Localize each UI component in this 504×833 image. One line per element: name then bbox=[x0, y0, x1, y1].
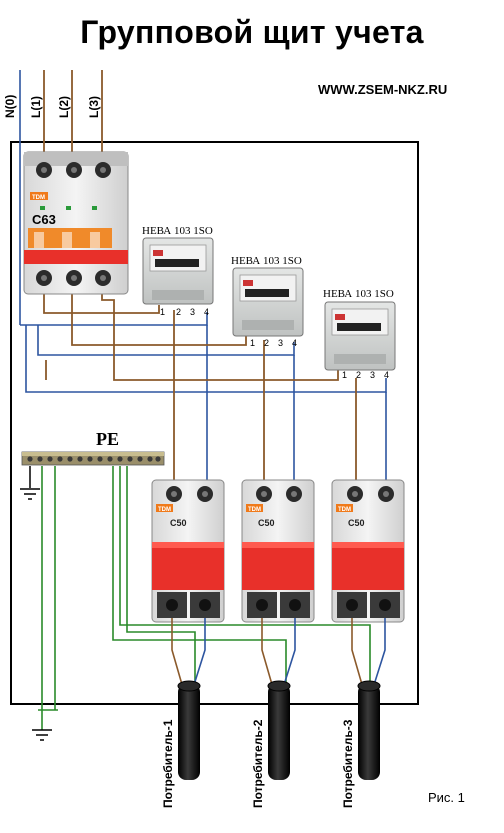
group-breaker-2-brand: TDM bbox=[248, 507, 261, 513]
group-breaker-3-rating: C50 bbox=[348, 518, 365, 528]
meter-3 bbox=[324, 301, 396, 371]
meter-1-model: НЕВА 103 1SO bbox=[142, 225, 213, 237]
meter-1-terminal-2: 2 bbox=[176, 307, 181, 317]
meter-3-terminal-3: 3 bbox=[370, 370, 375, 380]
meter-1-terminal-1: 1 bbox=[160, 307, 165, 317]
wire-label-l3: L(3) bbox=[87, 96, 101, 118]
consumer-cable-1 bbox=[177, 680, 201, 780]
phase-wiring bbox=[43, 292, 357, 488]
main-breaker-brand: TDM bbox=[32, 195, 45, 201]
meter-2-terminal-3: 3 bbox=[278, 338, 283, 348]
consumer-cable-2 bbox=[267, 680, 291, 780]
group-breaker-1-brand: TDM bbox=[158, 507, 171, 513]
meter-3-terminal-1: 1 bbox=[342, 370, 347, 380]
website-label: WWW.ZSEM-NKZ.RU bbox=[318, 82, 448, 97]
wire-label-n: N(0) bbox=[3, 95, 17, 118]
consumer-label-3: Потребитель-3 bbox=[341, 719, 355, 808]
group-breaker-1-rating: C50 bbox=[170, 518, 187, 528]
group-breaker-3-brand: TDM bbox=[338, 507, 351, 513]
consumer-label-2: Потребитель-2 bbox=[251, 719, 265, 808]
enclosure-frame bbox=[10, 141, 419, 705]
meter-3-model: НЕВА 103 1SO bbox=[323, 288, 394, 300]
meter-1 bbox=[142, 237, 214, 305]
main-breaker-rating: C63 bbox=[32, 212, 56, 227]
meter-2-terminal-4: 4 bbox=[292, 338, 297, 348]
meter-2-terminal-2: 2 bbox=[264, 338, 269, 348]
meter-3-terminal-4: 4 bbox=[384, 370, 389, 380]
ground-icon bbox=[32, 729, 52, 741]
ground-icon bbox=[20, 466, 40, 500]
incoming-wires bbox=[19, 70, 103, 325]
page-title: Групповой щит учета bbox=[80, 14, 424, 50]
figure-label: Рис. 1 bbox=[428, 790, 465, 805]
pe-wiring bbox=[38, 466, 371, 730]
group-breaker-3 bbox=[331, 479, 405, 623]
meter-2-terminal-1: 1 bbox=[250, 338, 255, 348]
pe-label: PE bbox=[96, 429, 119, 449]
consumer-cable-3 bbox=[357, 680, 381, 780]
group-breaker-2-rating: C50 bbox=[258, 518, 275, 528]
group-breaker-2 bbox=[241, 479, 315, 623]
pe-busbar bbox=[21, 451, 165, 466]
neutral-wiring bbox=[20, 312, 387, 488]
wire-label-l2: L(2) bbox=[57, 96, 71, 118]
wire-label-l1: L(1) bbox=[29, 96, 43, 118]
outgoing-wires bbox=[171, 618, 386, 689]
main-breaker bbox=[23, 151, 129, 295]
group-breaker-1 bbox=[151, 479, 225, 623]
meter-1-terminal-4: 4 bbox=[204, 307, 209, 317]
consumer-label-1: Потребитель-1 bbox=[161, 719, 175, 808]
meter-3-terminal-2: 2 bbox=[356, 370, 361, 380]
meter-2-model: НЕВА 103 1SO bbox=[231, 255, 302, 267]
meter-1-terminal-3: 3 bbox=[190, 307, 195, 317]
meter-2 bbox=[232, 267, 304, 337]
